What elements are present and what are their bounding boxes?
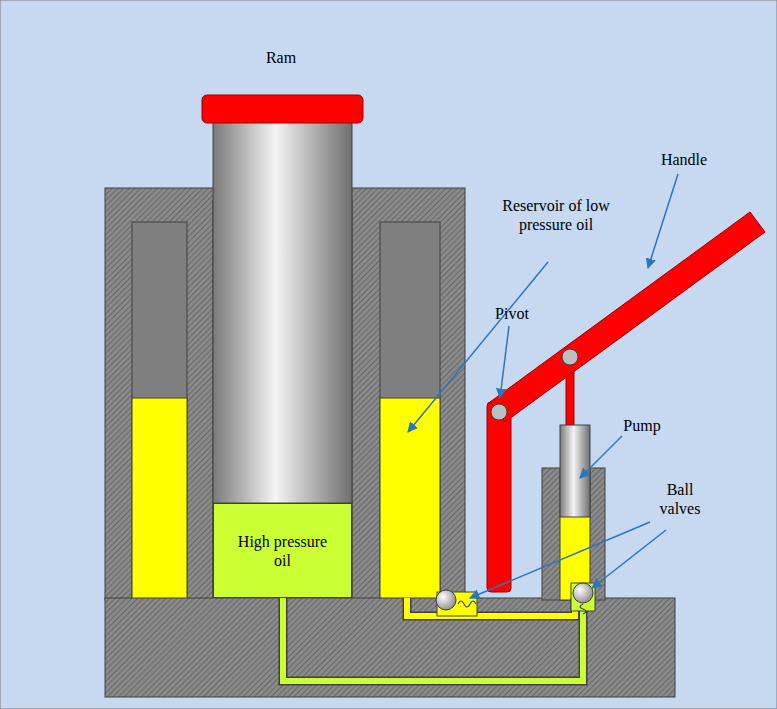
high-pressure-channel [283,598,583,681]
high-pressure-oil [213,503,352,600]
part-name: Pump [623,416,660,435]
part-name: Pivot [495,304,529,323]
ball-valve [573,583,593,603]
leader-line [580,436,622,478]
valve-spring [458,601,476,607]
low-pressure-oil [380,398,440,600]
pump-piston [560,425,590,517]
valve-spring [580,604,586,614]
low-pressure-channel [407,598,575,616]
leader-line [500,326,509,398]
reservoir-right [380,222,440,600]
leader-line [648,174,678,268]
part-name: Ball valves [645,480,715,518]
leader-line [408,262,548,432]
lever-link [487,402,511,592]
handle [490,212,765,422]
region-label: High pressure oil [233,532,333,570]
low-pressure-channel [407,598,575,616]
jack-base [105,598,675,697]
oil-region: High pressure oil [213,503,352,598]
low-pressure-oil [132,398,187,600]
high-pressure-channel [283,598,583,681]
part-name: Handle [661,150,707,169]
ram-cap [202,95,363,123]
pivot-pin [562,349,578,365]
ram [213,118,352,503]
valve-chamber [571,583,595,611]
part-name: Reservoir of low pressure oil [500,196,612,234]
part-name: Ram [266,48,296,67]
reservoir-left [132,222,187,600]
leader-line [592,530,666,588]
leader-line [470,522,650,598]
ball-valve [436,590,456,610]
pivot-pin [491,404,507,420]
